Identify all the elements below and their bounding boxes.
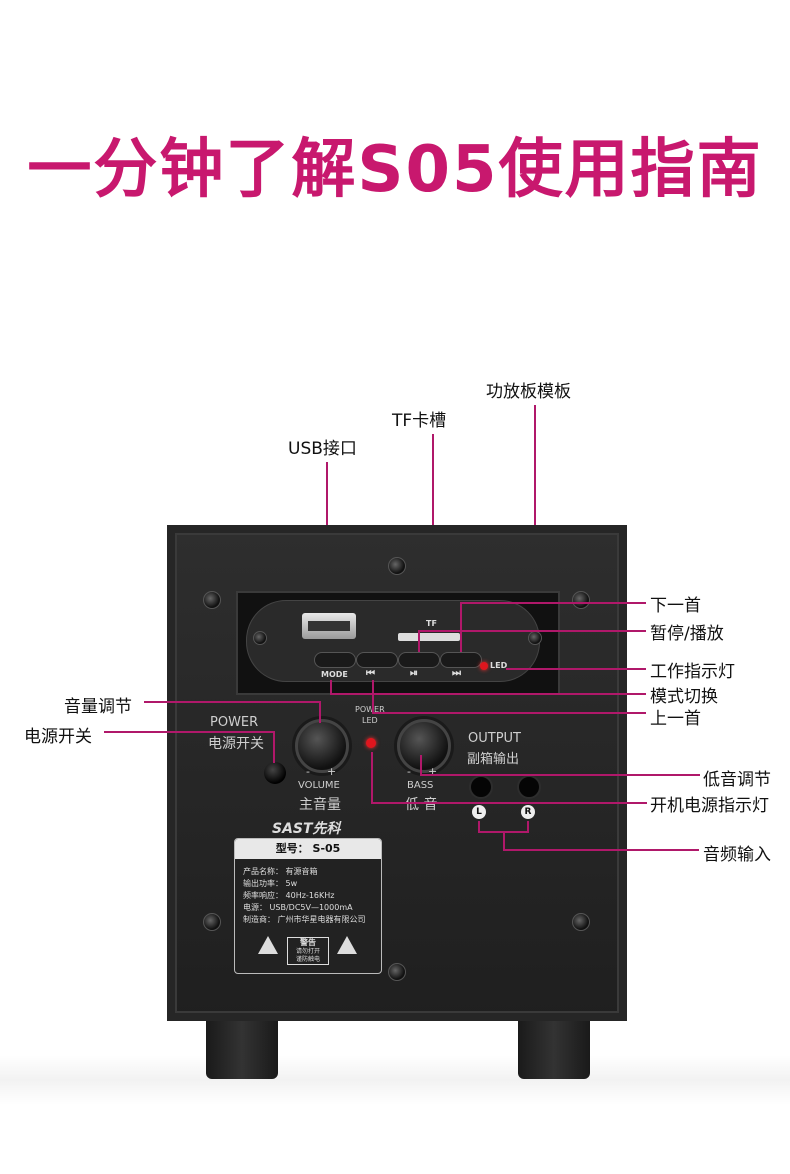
leader-mode-v (330, 680, 332, 694)
leader-audio-r (527, 821, 529, 833)
callout-power-switch: 电源开关 (24, 727, 92, 747)
callout-next: 下一首 (650, 596, 701, 616)
output-jack-right[interactable] (517, 775, 541, 799)
callout-tf: TF卡槽 (392, 411, 447, 431)
callout-work-led: 工作指示灯 (650, 662, 735, 682)
volume-label-en: VOLUME (298, 780, 340, 791)
leader-audio-l (478, 821, 480, 833)
leader-volume (144, 701, 320, 703)
next-icon: ⏭ (452, 668, 461, 679)
tf-label: TF (426, 619, 437, 628)
screw-icon (388, 557, 406, 575)
play-pause-button[interactable] (398, 652, 440, 668)
led-label: LED (490, 661, 508, 670)
warning-line: 谨防触电 (295, 956, 320, 963)
power-label-en: POWER (210, 715, 259, 730)
volume-minus: - (306, 765, 310, 778)
warning-triangle-icon (337, 936, 357, 954)
leader-mode (330, 693, 646, 695)
mode-label: MODE (321, 670, 348, 679)
work-led (480, 662, 488, 670)
screw-icon (388, 963, 406, 981)
leader-prev (372, 712, 646, 714)
power-label-cn: 电源开关 (208, 736, 264, 752)
usb-port[interactable] (302, 613, 356, 639)
callout-power-led: 开机电源指示灯 (650, 796, 769, 816)
plate-line: 频率响应： 40Hz-16KHz (243, 891, 335, 900)
jack-label-l: L (472, 805, 486, 819)
power-led (366, 738, 376, 748)
next-button[interactable] (440, 652, 482, 668)
leader-power-led (371, 802, 647, 804)
screw-icon (253, 631, 267, 645)
plate-line: 制造商： 广州市华星电器有限公司 (243, 915, 366, 924)
power-led-label-en2: LED (362, 716, 378, 725)
leader-play (418, 630, 646, 632)
leader-next (460, 602, 646, 604)
prev-icon: ⏮ (366, 668, 375, 679)
plate-line: 电源： USB/DC5V—1000mA (243, 903, 353, 912)
power-switch[interactable] (264, 762, 286, 784)
tf-card-slot[interactable] (398, 633, 460, 641)
screw-icon (528, 631, 542, 645)
callout-usb: USB接口 (288, 439, 357, 459)
leader-power (104, 731, 274, 733)
callout-amp-board: 功放板模板 (486, 382, 571, 402)
right-foot (518, 1021, 590, 1079)
leader-prev-v (372, 680, 374, 713)
leader-play-v (418, 630, 420, 652)
output-label-en: OUTPUT (468, 731, 521, 746)
play-pause-icon: ⏯ (410, 668, 418, 679)
plate-line: 输出功率： 5w (243, 879, 298, 888)
prev-button[interactable] (356, 652, 398, 668)
page-title: 一分钟了解S05使用指南 (27, 133, 763, 207)
bass-label-cn: 低 音 (405, 797, 438, 813)
leader-power-led-v (371, 752, 373, 803)
leader-bass (420, 774, 700, 776)
callout-play-pause: 暂停/播放 (650, 624, 724, 644)
mode-button[interactable] (314, 652, 356, 668)
output-label-cn: 副箱输出 (467, 752, 520, 767)
leader-next-v (460, 602, 462, 652)
callout-bass: 低音调节 (703, 770, 771, 790)
bass-label-en: BASS (407, 780, 434, 791)
warning-line: 请勿打开 (295, 948, 320, 955)
volume-plus: + (327, 765, 337, 778)
leader-audio (503, 849, 699, 851)
screw-icon (203, 913, 221, 931)
model-header: 型号： S-05 (235, 839, 381, 859)
warning-triangle-icon (258, 936, 278, 954)
plate-line: 产品名称： 有源音箱 (243, 867, 318, 876)
leader-audio-mid (503, 831, 505, 851)
bass-knob[interactable] (397, 719, 451, 773)
leader-power-v (273, 731, 275, 763)
power-led-label-en: POWER (355, 705, 385, 714)
bass-minus: - (407, 765, 411, 778)
leader-volume-v (319, 701, 321, 723)
warning-box: 警告 请勿打开 谨防触电 (287, 937, 329, 965)
floor-shadow (0, 1055, 790, 1105)
left-foot (206, 1021, 278, 1079)
volume-label-cn: 主音量 (299, 797, 341, 813)
screw-icon (203, 591, 221, 609)
callout-prev: 上一首 (650, 709, 701, 729)
warning-title: 警告 (300, 938, 316, 947)
callout-audio-in: 音频输入 (703, 845, 771, 865)
leader-amp (534, 405, 536, 617)
callout-volume: 音量调节 (64, 697, 132, 717)
output-jack-left[interactable] (469, 775, 493, 799)
jack-label-r: R (521, 805, 535, 819)
bass-plus: + (428, 765, 438, 778)
brand-logo: SAST先科 (272, 821, 341, 837)
leader-work-led (506, 668, 646, 670)
screw-icon (572, 591, 590, 609)
screw-icon (572, 913, 590, 931)
callout-mode: 模式切换 (650, 687, 718, 707)
volume-knob[interactable] (295, 719, 349, 773)
leader-bass-v (420, 755, 422, 775)
control-board (246, 600, 540, 682)
